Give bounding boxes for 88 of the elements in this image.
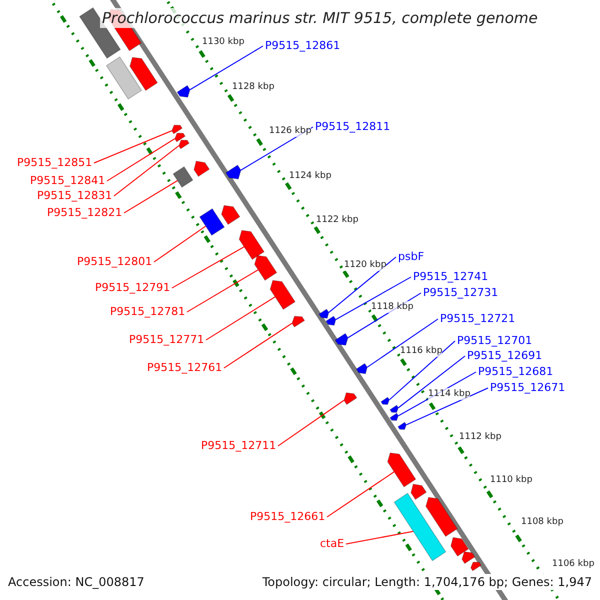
gene-bar [106, 56, 142, 100]
gene-bar [178, 140, 190, 150]
leader-line [106, 138, 176, 182]
leader-line [406, 388, 488, 426]
scale-label: 1120 kbp [344, 259, 386, 271]
gene-bar [356, 362, 368, 374]
leader-line [186, 269, 259, 312]
gene-label: P9515_12721 [440, 312, 516, 326]
gene-label: P9515_12801 [77, 255, 152, 269]
gene-bar [325, 316, 336, 326]
gene-label: P9515_12741 [413, 270, 488, 284]
gene-bar [380, 396, 390, 405]
title: Prochlorococcus marinus str. MIT 9515, complete genome [100, 8, 540, 28]
gene-bar [221, 205, 240, 225]
leader-line [346, 530, 414, 544]
gene-label: P9515_12711 [201, 439, 276, 453]
scale-label: 1116 kbp [400, 345, 442, 357]
scale-label: 1130 kbp [202, 36, 244, 48]
leader-line [172, 246, 245, 288]
gene-bar [194, 160, 210, 177]
gene-bar [270, 280, 296, 310]
gene-label: P9515_12831 [37, 189, 112, 203]
gene-label: P9515_12701 [457, 334, 532, 348]
leader-line [190, 46, 264, 90]
scale-label: 1110 kbp [490, 474, 532, 486]
gene-label: P9515_12821 [47, 206, 122, 220]
gene-bar [397, 422, 407, 430]
leader-line [124, 180, 178, 214]
gene-bar [171, 124, 183, 134]
scale-label: 1122 kbp [316, 214, 358, 226]
leader-line [206, 296, 276, 340]
gene-label: psbF [398, 250, 424, 264]
gene-bar [238, 230, 265, 260]
leader-line [94, 130, 172, 164]
leader-line [388, 340, 456, 400]
scale-label: 1126 kbp [269, 125, 312, 137]
gene-bar [394, 492, 446, 562]
gene-bar [410, 484, 427, 500]
leader-line [224, 322, 292, 368]
gene-bar [344, 392, 358, 406]
scale-label: 1124 kbp [289, 170, 332, 182]
gene-label: ctaE [320, 537, 344, 551]
gene-label: P9515_12731 [423, 286, 498, 300]
gene-label: P9515_12681 [478, 365, 554, 379]
scale-label: 1108 kbp [521, 516, 564, 528]
gene-label: P9515_12761 [147, 361, 222, 375]
scale-label: 1118 kbp [371, 301, 414, 313]
gene-bar [199, 208, 225, 236]
leader-line [328, 256, 396, 314]
footer-text: Topology: circular; Length: 1,704,176 bp; Genes: 1,947 [262, 574, 592, 590]
leader-line [366, 318, 438, 368]
leader-line [278, 400, 344, 446]
leader-line [398, 356, 466, 408]
leader-line [335, 276, 412, 320]
gene-bar [462, 551, 476, 564]
gene-bar [334, 332, 348, 346]
scale-label: 1128 kbp [232, 81, 274, 93]
scale-label: 1114 kbp [428, 388, 470, 400]
gene-bar [387, 452, 416, 488]
gene-bar [318, 308, 330, 319]
gene-bar [176, 84, 190, 98]
gene-bar [292, 316, 306, 328]
scale-label: 1112 kbp [459, 431, 502, 443]
gene-label: P9515_12861 [265, 39, 340, 53]
gene-bar [470, 562, 482, 572]
gene-bar [172, 166, 194, 188]
leader-line [114, 145, 180, 196]
scale-label: 1106 kbp [552, 558, 594, 570]
gene-bar [174, 132, 186, 142]
gene-label: P9515_12771 [129, 333, 204, 347]
gene-bar [425, 496, 458, 537]
gene-bar [129, 56, 158, 92]
footer-text: Accession: NC_008817 [8, 574, 144, 590]
gene-bar [225, 164, 242, 180]
leader-line [326, 471, 395, 518]
gene-label: P9515_12841 [30, 174, 106, 188]
gene-bar [450, 537, 469, 557]
gene-label: P9515_12811 [315, 120, 390, 134]
gene-bar [389, 412, 399, 421]
gene-label: P9515_12661 [250, 510, 326, 524]
leader-line [154, 226, 206, 262]
gene-label: P9515_12781 [110, 305, 186, 319]
gene-label: P9515_12691 [467, 349, 542, 363]
gene-label: P9515_12671 [490, 381, 566, 395]
gene-bar [254, 255, 278, 281]
gene-label: P9515_12791 [95, 281, 170, 295]
gene-label: P9515_12851 [17, 156, 92, 170]
gene-bar [389, 404, 399, 413]
